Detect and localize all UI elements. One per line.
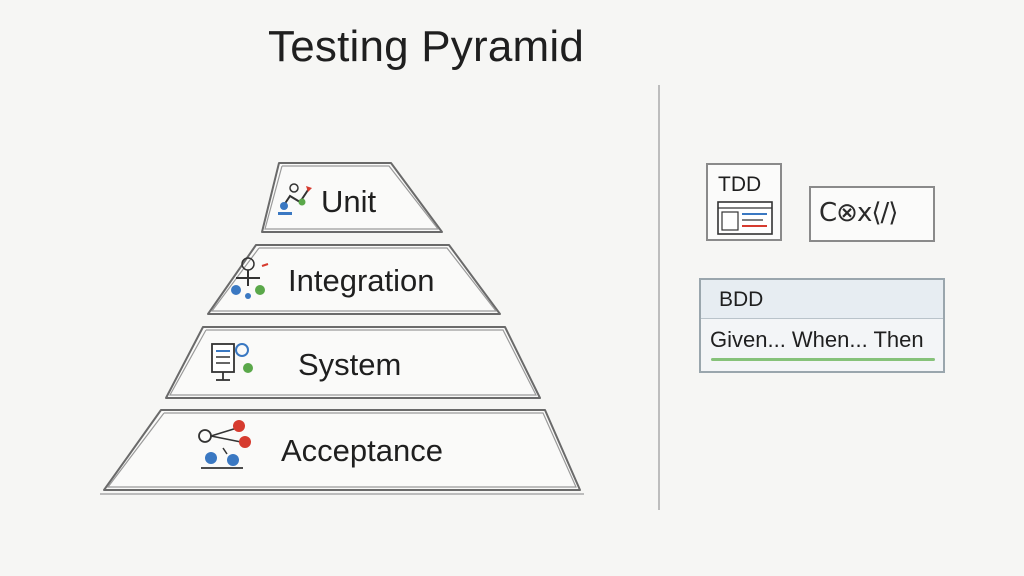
pyramid-tier-system [165,326,541,399]
bdd-card: BDD Given... When... Then [699,278,945,373]
tdd-label: TDD [718,173,762,196]
tdd-card: TDD [706,163,782,241]
bdd-given-when-then: Given... When... Then [710,327,924,352]
pyramid-tier-integration [207,244,501,315]
system-test-icon [211,343,253,381]
acceptance-test-icon [198,420,251,469]
bdd-label: BDD [719,288,764,311]
level-label-system: System [298,347,402,382]
integration-test-icon [231,257,269,299]
page-title: Testing Pyramid [268,22,585,71]
bdd-underline [711,358,935,361]
unit-test-icon [278,183,312,215]
bdd-header: BDD [701,280,943,319]
level-label-integration: Integration [288,263,435,298]
code-symbols: C⊗x⟨/⟩ [819,198,898,228]
level-label-acceptance: Acceptance [281,433,443,468]
code-symbols-card: C⊗x⟨/⟩ [809,186,935,242]
code-editor-icon [717,201,773,235]
pyramid-tier-unit [261,162,443,233]
pyramid-tier-acceptance [103,409,581,491]
level-label-unit: Unit [321,184,377,219]
